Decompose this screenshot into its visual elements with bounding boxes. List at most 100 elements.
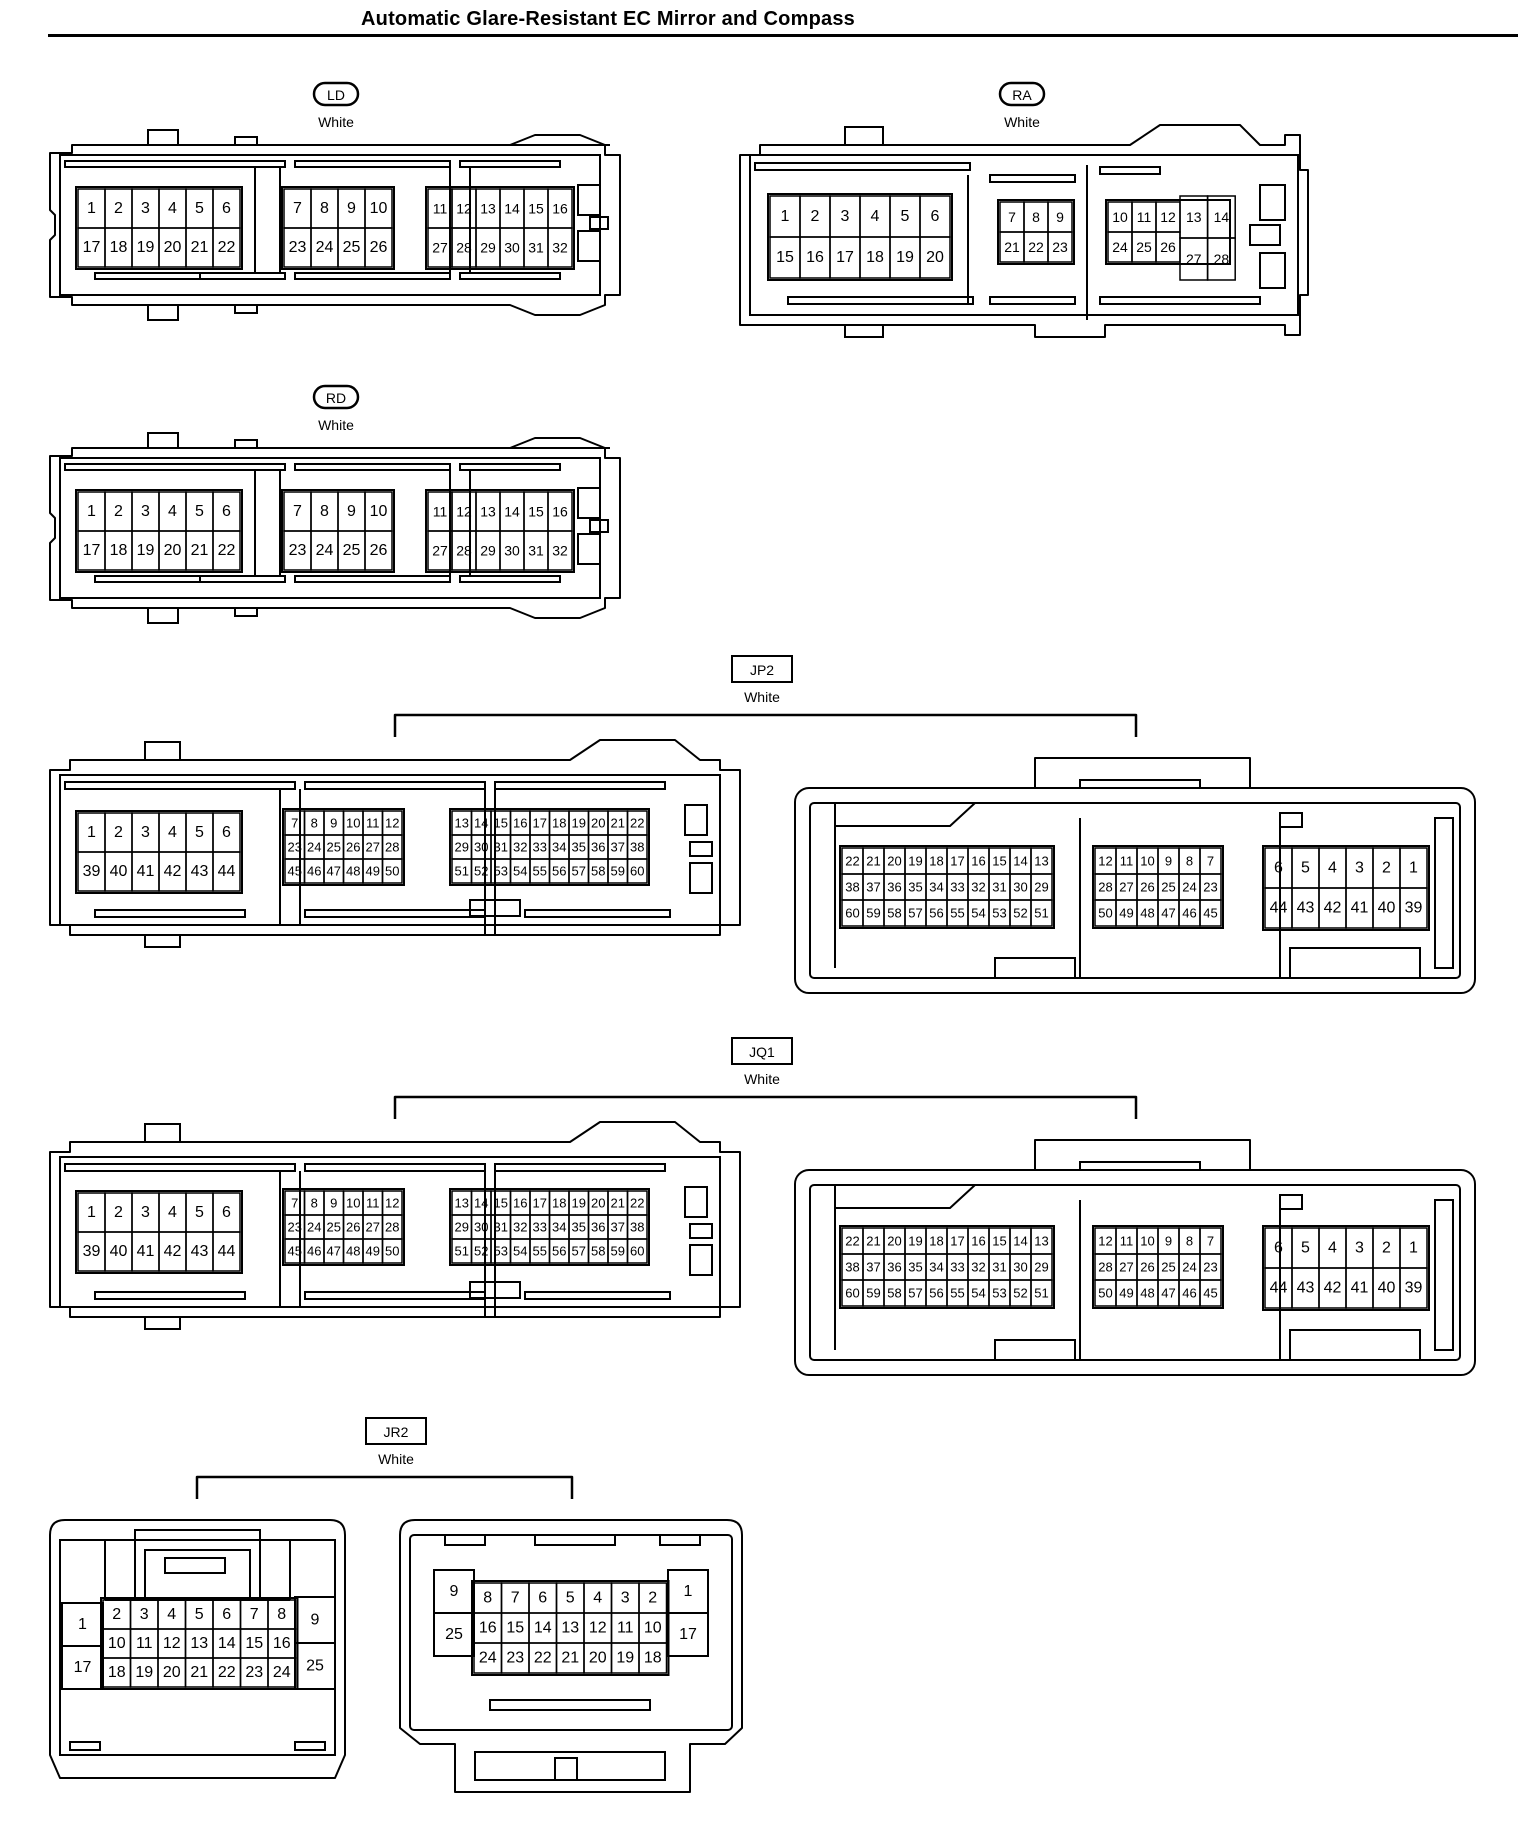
pin-number: 26 <box>346 840 360 855</box>
pin-number: 8 <box>483 1590 492 1607</box>
pin-number: 5 <box>1301 1240 1310 1257</box>
pin-number: 48 <box>1140 1286 1154 1301</box>
slot-bar <box>1079 779 1201 789</box>
pin-number: 13 <box>1186 209 1202 225</box>
key-slot <box>1279 1194 1303 1210</box>
pin-number: 30 <box>504 240 520 256</box>
pin-number: 7 <box>511 1590 520 1607</box>
pin-number: 49 <box>1119 906 1133 921</box>
pin-number: 38 <box>845 1260 859 1275</box>
pin-number: 35 <box>572 1220 586 1235</box>
pin-number: 7 <box>293 200 302 217</box>
pin-number: 54 <box>971 906 985 921</box>
slot-bar <box>94 909 246 918</box>
connector-badge <box>365 1417 427 1445</box>
pin-number: 19 <box>572 816 586 831</box>
pin-number: 17 <box>836 249 854 266</box>
pin-number: 28 <box>456 240 472 256</box>
pin-number: 52 <box>1013 906 1027 921</box>
pin-number: 10 <box>1112 209 1128 225</box>
pin-number: 57 <box>572 1244 586 1259</box>
slot-bar <box>994 1339 1076 1361</box>
cavity-frame <box>281 489 395 573</box>
cavity-frame <box>282 1188 405 1266</box>
pin-number: 31 <box>494 1220 508 1235</box>
pin-number: 15 <box>494 816 508 831</box>
pin-number: 42 <box>1324 900 1342 917</box>
pin-number: 31 <box>992 880 1006 895</box>
latch-tab <box>234 439 258 449</box>
pin-number: 13 <box>561 1620 579 1637</box>
cavity-frame <box>281 186 395 270</box>
pin-number: 37 <box>866 880 880 895</box>
cavity-group: 117 <box>667 1569 709 1657</box>
key-slot <box>554 1757 578 1781</box>
pin-number: 41 <box>1351 1280 1369 1297</box>
pin-number: 6 <box>222 1606 231 1623</box>
pin-number: 2 <box>811 208 820 225</box>
pin-number: 18 <box>552 816 566 831</box>
pin-number: 40 <box>1378 900 1396 917</box>
pin-number: 12 <box>385 1196 399 1211</box>
pin-number: 39 <box>1405 1280 1423 1297</box>
pin-number: 9 <box>347 503 356 520</box>
pin-cell <box>667 1612 709 1657</box>
cavity-frame <box>425 489 575 573</box>
pin-number: 27 <box>366 1220 380 1235</box>
slot-bar <box>1079 1161 1201 1171</box>
housing-inner <box>59 774 721 926</box>
connector-code: JQ1 <box>749 1044 775 1060</box>
pin-number: 36 <box>591 840 605 855</box>
pin-number: 35 <box>908 880 922 895</box>
pin-number: 39 <box>83 863 101 880</box>
pin-number: 20 <box>887 1234 901 1249</box>
pin-number: 4 <box>871 208 880 225</box>
pin-number: 55 <box>533 1244 547 1259</box>
pin-number: 20 <box>164 542 182 559</box>
pin-number: 9 <box>347 200 356 217</box>
pin-number: 22 <box>630 1196 644 1211</box>
housing-inner <box>749 154 1299 316</box>
pin-number: 55 <box>950 906 964 921</box>
key-slot <box>589 519 609 533</box>
housing-outline <box>49 1519 346 1779</box>
pin-number: 18 <box>929 1234 943 1249</box>
connector-color: White <box>318 114 354 130</box>
pin-number: 29 <box>455 840 469 855</box>
pin-number: 19 <box>616 1650 634 1667</box>
pin-number: 3 <box>141 200 150 217</box>
latch-tab <box>1034 1139 1251 1170</box>
pin-number: 21 <box>561 1650 579 1667</box>
connector-housing <box>739 124 1309 338</box>
pin-number: 7 <box>291 816 298 831</box>
pin-number: 53 <box>992 906 1006 921</box>
pin-number: 13 <box>480 201 496 217</box>
pin-number: 33 <box>533 1220 547 1235</box>
pin-number: 36 <box>887 1260 901 1275</box>
pin-number: 31 <box>494 840 508 855</box>
pin-number: 8 <box>1032 209 1040 225</box>
pin-number: 28 <box>1214 251 1230 267</box>
pin-number: 50 <box>1098 906 1112 921</box>
pin-number: 9 <box>450 1583 459 1600</box>
pin-number: 50 <box>385 1244 399 1259</box>
pin-number: 38 <box>845 880 859 895</box>
key-slot <box>1249 224 1281 246</box>
pin-number: 30 <box>1013 880 1027 895</box>
pin-number: 1 <box>87 1204 96 1221</box>
pin-number: 47 <box>1161 906 1175 921</box>
pin-number: 55 <box>533 864 547 879</box>
pin-number: 25 <box>343 239 361 256</box>
pin-number: 43 <box>191 863 209 880</box>
key-slot <box>684 1186 708 1218</box>
pin-number: 20 <box>926 249 944 266</box>
pin-number: 40 <box>110 863 128 880</box>
